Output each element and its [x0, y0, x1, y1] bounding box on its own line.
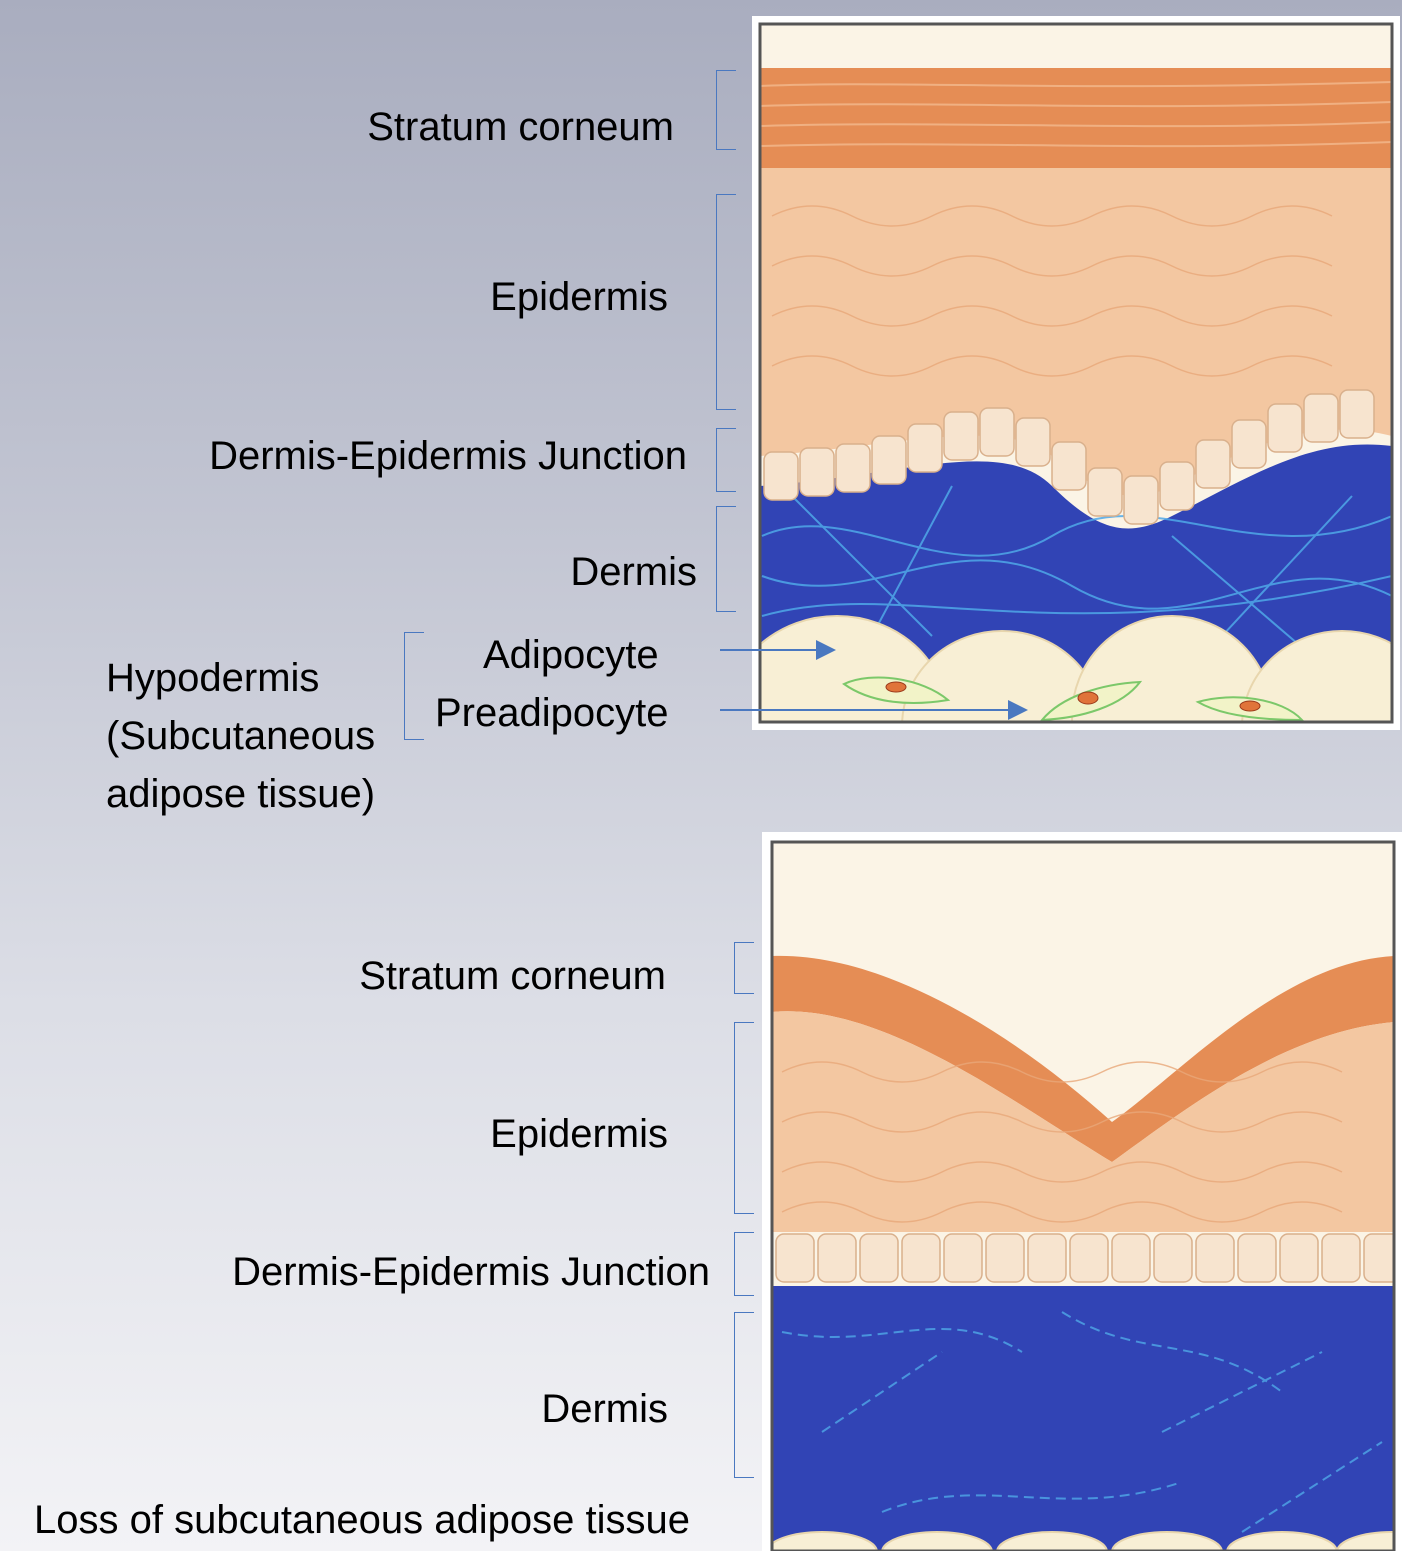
- aged-skin-illustration: [762, 832, 1402, 1551]
- bottom-junction-cells: [776, 1234, 1402, 1282]
- bottom-dermis-layer: [772, 1286, 1394, 1551]
